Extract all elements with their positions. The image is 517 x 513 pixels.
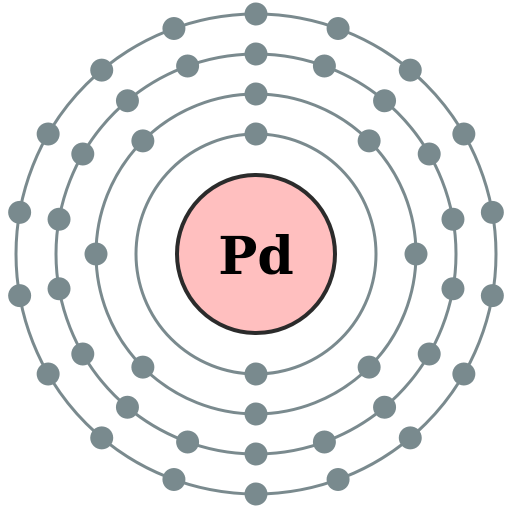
electron-shell-1-1 — [244, 122, 268, 146]
nucleus-circle — [175, 173, 337, 335]
electron-shell-3-13 — [71, 342, 95, 366]
electron-shell-4-7 — [452, 362, 476, 386]
electron-shell-4-1 — [244, 2, 268, 26]
electron-shell-4-3 — [398, 58, 422, 82]
element-symbol: Pd — [218, 226, 293, 287]
electron-shell-3-7 — [417, 342, 441, 366]
electron-shell-4-17 — [90, 58, 114, 82]
electrons-layer — [8, 2, 504, 506]
electron-shell-4-15 — [8, 200, 32, 224]
nucleus: Pd — [175, 173, 337, 335]
electron-shell-3-17 — [115, 89, 139, 113]
electron-shell-4-4 — [452, 122, 476, 146]
electron-shell-2-2 — [357, 129, 381, 153]
electron-shell-4-18 — [162, 16, 186, 40]
electron-shell-4-16 — [36, 122, 60, 146]
electron-shell-2-6 — [131, 355, 155, 379]
electron-shell-3-9 — [312, 430, 336, 454]
electron-shell-4-6 — [480, 284, 504, 308]
electron-shell-2-8 — [131, 129, 155, 153]
electron-shell-4-9 — [326, 468, 350, 492]
electron-shell-3-2 — [312, 54, 336, 78]
electron-shell-4-11 — [162, 468, 186, 492]
electron-shell-3-5 — [441, 207, 465, 231]
electron-shell-2-7 — [84, 242, 108, 266]
electron-shell-4-5 — [480, 200, 504, 224]
electron-shell-3-6 — [441, 277, 465, 301]
electron-shell-4-13 — [36, 362, 60, 386]
electron-shell-2-5 — [244, 402, 268, 426]
electron-shell-3-3 — [373, 89, 397, 113]
electron-shell-3-18 — [176, 54, 200, 78]
electron-shell-2-4 — [357, 355, 381, 379]
electron-shell-4-2 — [326, 16, 350, 40]
electron-shell-4-8 — [398, 426, 422, 450]
electron-shell-3-4 — [417, 142, 441, 166]
electron-shell-2-3 — [404, 242, 428, 266]
electron-shell-3-10 — [244, 442, 268, 466]
electron-shell-4-14 — [8, 284, 32, 308]
electron-shell-1-2 — [244, 362, 268, 386]
electron-shell-3-16 — [71, 142, 95, 166]
electron-shell-3-15 — [47, 207, 71, 231]
electron-shell-2-1 — [244, 82, 268, 106]
electron-shell-3-11 — [176, 430, 200, 454]
electron-shell-3-8 — [373, 395, 397, 419]
electron-shell-3-1 — [244, 42, 268, 66]
electron-shell-3-14 — [47, 277, 71, 301]
electron-shell-4-12 — [90, 426, 114, 450]
electron-shell-3-12 — [115, 395, 139, 419]
electron-shell-4-10 — [244, 482, 268, 506]
